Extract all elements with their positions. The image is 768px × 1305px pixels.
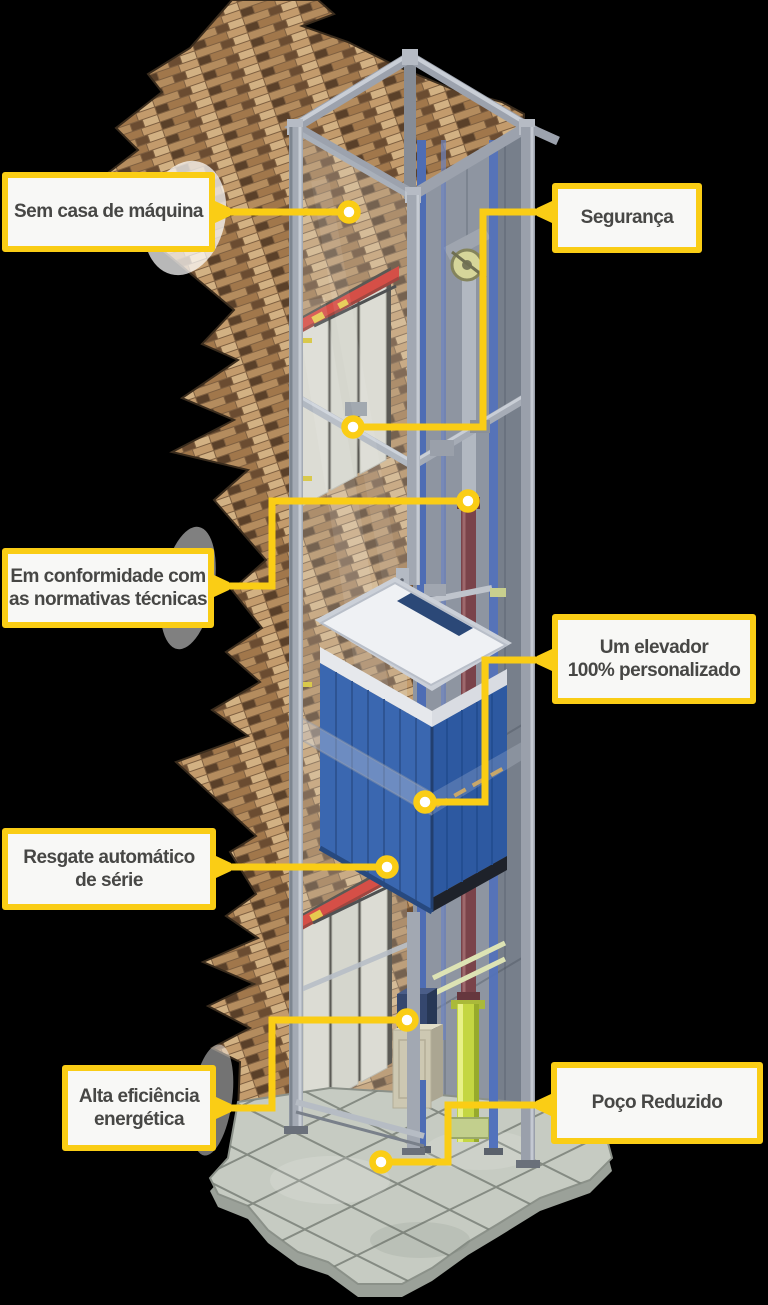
callout-alta-eficiencia: Alta eficiência energética	[62, 1065, 216, 1151]
cab-roof-slot	[397, 593, 473, 636]
callout-label: as normativas técnicas	[8, 589, 208, 610]
callout-poco-reduzido: Poço Reduzido	[551, 1062, 763, 1144]
callout-elevador-personalizado: Um elevador 100% personalizado	[552, 614, 756, 704]
callout-label: energética	[93, 1109, 185, 1130]
callout-label: Alta eficiência	[78, 1085, 200, 1107]
shaft-column-front-upper	[407, 195, 420, 585]
callout-seguranca: Segurança	[552, 183, 702, 253]
cab-bottom-band	[432, 856, 507, 912]
callout-label: Um elevador	[599, 636, 709, 658]
cab-front-face	[320, 663, 432, 912]
shaft-column-left	[284, 127, 308, 1134]
callout-label: de série	[75, 870, 143, 891]
callout-resgate-automatico: Resgate automático de série	[2, 828, 216, 910]
callout-label: 100% personalizado	[567, 660, 741, 681]
callout-label: Resgate automático	[23, 846, 195, 868]
back-column	[404, 57, 416, 199]
callout-label: Em conformidade com	[10, 565, 206, 587]
callout-sem-casa-de-maquina: Sem casa de máquina	[2, 172, 215, 252]
callout-label: Sem casa de máquina	[13, 201, 204, 223]
callout-em-conformidade: Em conformidade com as normativas técnic…	[2, 548, 214, 628]
callout-label: Segurança	[580, 207, 674, 229]
callout-label: Poço Reduzido	[591, 1092, 723, 1114]
